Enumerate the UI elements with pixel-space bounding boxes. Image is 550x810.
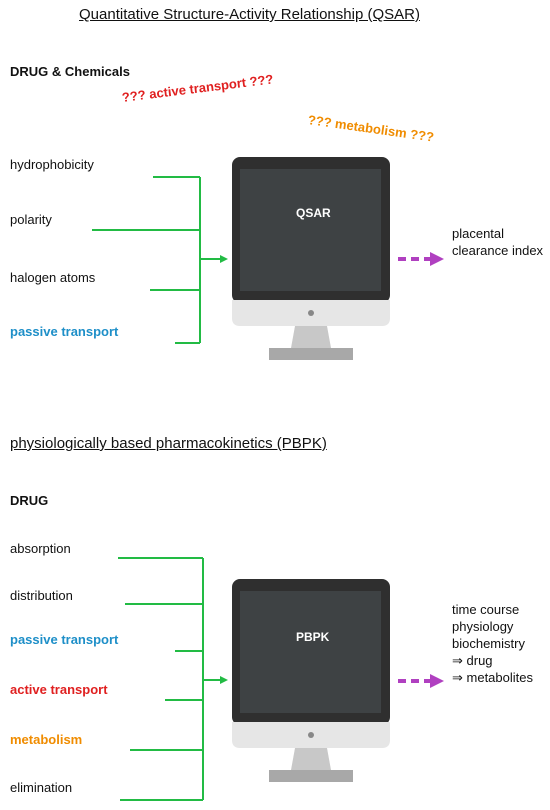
qsar-title: Quantitative Structure-Activity Relation…	[79, 6, 420, 23]
pbpk-input-active-transport: active transport	[10, 682, 108, 697]
qsar-screen-label: QSAR	[296, 206, 331, 220]
qsar-input-passive-transport: passive transport	[10, 324, 119, 339]
pbpk-title: physiologically based pharmacokinetics (…	[10, 435, 327, 452]
qsar-output-label: placental clearance index	[452, 226, 544, 258]
pbpk-heading: DRUG	[10, 493, 49, 508]
pbpk-input-distribution: distribution	[10, 588, 73, 603]
pbpk-output-label: time course physiology biochemistry ⇒ dr…	[452, 602, 533, 685]
qsar-monitor	[232, 157, 390, 360]
pbpk-connector	[118, 557, 228, 801]
pbpk-input-elimination: elimination	[10, 780, 73, 795]
pbpk-input-absorption: absorption	[10, 541, 71, 556]
qsar-input-halogen-atoms: halogen atoms	[10, 270, 96, 285]
qsar-input-hydrophobicity: hydrophobicity	[10, 157, 94, 172]
pbpk-input-passive-transport: passive transport	[10, 632, 119, 647]
qsar-input-polarity: polarity	[10, 212, 52, 227]
pbpk-screen-label: PBPK	[296, 630, 330, 644]
pbpk-monitor	[232, 579, 390, 782]
pbpk-input-metabolism: metabolism	[10, 732, 83, 747]
qsar-heading: DRUG & Chemicals	[10, 64, 130, 79]
qsar-connector	[92, 176, 228, 344]
